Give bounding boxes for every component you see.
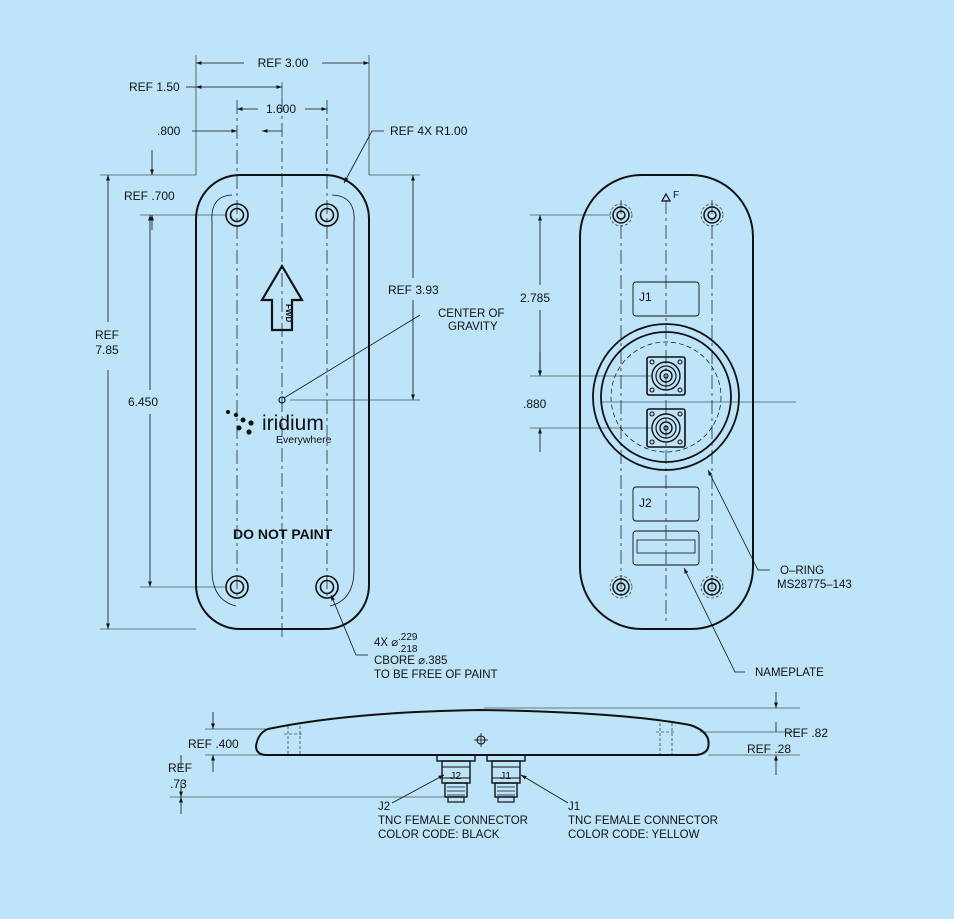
nameplate-label: NAMEPLATE [755,667,824,679]
mounting-hole-icon [700,203,724,227]
j2-callout-title: J2 [378,801,390,813]
j2-box-label: J2 [639,496,652,510]
j2-side-connector-icon [436,754,476,803]
j1-callout-color: COLOR CODE: YELLOW [568,829,700,841]
j1-callout-title: J1 [568,801,580,813]
dim-ref-300: REF 3.00 [258,56,309,70]
logo-tagline: Everywhere [276,434,332,446]
j2-tag: J2 [450,770,461,782]
dim-ref-700: REF .700 [124,189,175,203]
j2-callout-type: TNC FEMALE CONNECTOR [378,815,528,827]
dim-1600: 1.600 [266,102,296,116]
cg-label-line1: CENTER OF [438,308,504,320]
dim-ref-785-label: REF [95,328,119,342]
dim-ref-73-label: REF [168,761,192,775]
dim-ref-82: REF .82 [784,726,828,740]
o-ring-icon [592,323,740,471]
logo-name: iridium [262,412,324,435]
dim-ref-28: REF .28 [747,742,791,756]
j1-tag: J1 [500,770,511,782]
j1-box-label: J1 [639,290,652,304]
dim-ref-150: REF 1.50 [129,80,180,94]
j2-connector-icon [646,408,686,448]
forward-arrow-icon [260,263,304,332]
dim-880: .880 [523,397,547,411]
mounting-hole-icon [609,575,633,599]
j1-callout-type: TNC FEMALE CONNECTOR [568,815,718,827]
dim-6450: 6.450 [128,395,158,409]
j1-label-box [632,281,700,317]
j1-side-connector-icon [486,754,526,803]
dim-ref-73-value: .73 [170,777,187,791]
cbore-note: CBORE ⌀.385 [374,655,447,667]
dim-ref-r100: REF 4X R1.00 [390,124,468,138]
side-view [170,692,800,814]
bottom-view [530,174,796,673]
fwd-label: FWD [284,304,293,322]
iridium-dots-icon [226,410,254,435]
hole-min: .218 [398,644,418,655]
center-of-gravity-icon [278,396,286,404]
j2-label-box [632,486,700,522]
j2-callout-color: COLOR CODE: BLACK [378,829,500,841]
side-view-labels: REF .400 REF .73 REF .82 REF .28 J2 J1 J… [168,726,828,841]
center-of-gravity-icon [474,733,488,747]
datum-triangle-icon [660,192,672,202]
dim-800: .800 [157,124,181,138]
nameplate-box [632,530,700,566]
side-view-profile [254,708,710,756]
hole-max: .229 [398,632,418,643]
cg-label-line2: GRAVITY [448,321,498,333]
top-view-inner-contour [211,194,355,607]
mounting-hole-icon [700,575,724,599]
top-view [100,55,421,656]
iridium-logo: iridium Everywhere [226,410,332,446]
top-view-labels: REF 3.00 REF 1.50 1.600 .800 REF 4X R1.0… [95,56,504,681]
mounting-hole-icon [609,203,633,227]
hole-qty: 4X ⌀ [374,637,398,649]
mounting-hole-icon [315,203,339,227]
dim-ref-400: REF .400 [188,737,239,751]
mounting-hole-icon [315,575,339,599]
dim-ref-785-value: 7.85 [95,343,119,357]
o-ring-label-line1: O–RING [780,565,824,577]
o-ring-label-line2: MS28775–143 [777,579,852,591]
datum-f-label: F [673,190,679,201]
dim-2785: 2.785 [520,291,550,305]
dim-ref-393: REF 3.93 [388,283,439,297]
bottom-view-labels: F 2.785 .880 J1 J2 O–RING MS28775–143 NA… [520,190,852,679]
do-not-paint-label: DO NOT PAINT [233,526,333,542]
paint-free-note: TO BE FREE OF PAINT [374,669,498,681]
top-view-outline [195,174,370,630]
